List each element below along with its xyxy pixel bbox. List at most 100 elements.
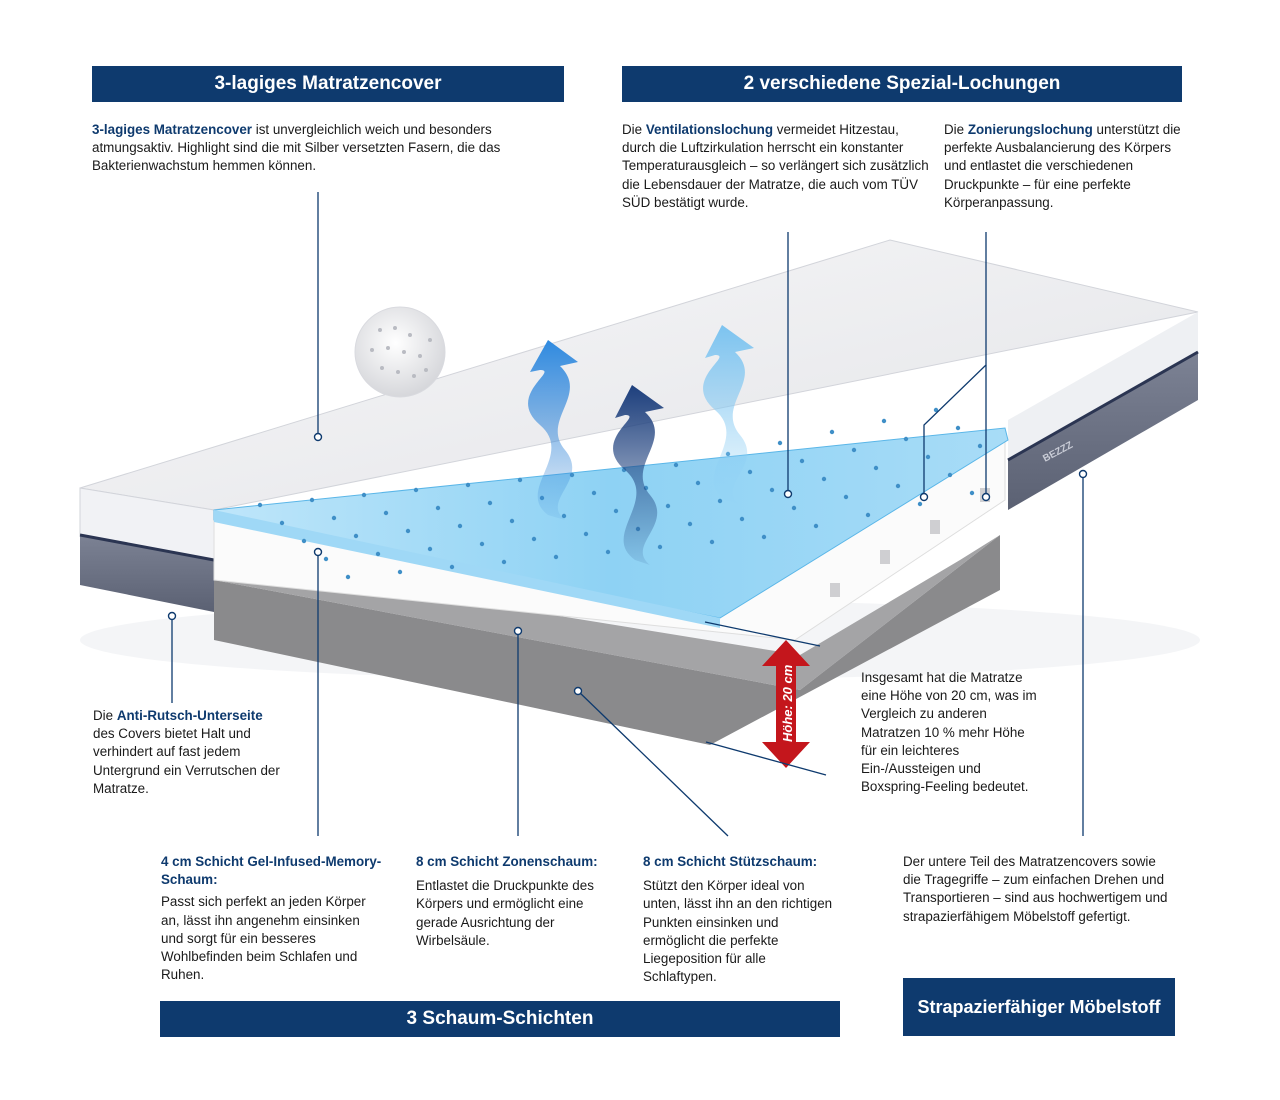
ventilation-hole: [777, 440, 783, 446]
cover-highlight: 3-lagiges Matratzencover: [92, 122, 253, 137]
gel-layer-title: 4 cm Schicht Gel-Infused-Memory-Schaum:: [161, 854, 382, 888]
ventilation-hole: [509, 518, 515, 524]
gel-layer-body: Passt sich perfekt an jeden Körper an, l…: [161, 894, 366, 983]
zone-layer-title: 8 cm Schicht Zonenschaum:: [416, 854, 598, 869]
ventilation-hole: [977, 443, 983, 449]
ventilation-hole: [531, 536, 537, 542]
ventilation-hole: [501, 559, 507, 565]
ventilation-hole: [955, 425, 961, 431]
height-label: Höhe: 20 cm: [780, 664, 795, 742]
support-foam: [214, 535, 1000, 745]
ventilation-hole: [873, 465, 879, 471]
ventilation-hole: [405, 528, 411, 534]
layers-banner: 3 Schaum-Schichten: [160, 1001, 840, 1037]
ventilation-hole: [881, 418, 887, 424]
ventilation-hole: [427, 546, 433, 552]
ventilation-hole: [345, 574, 351, 580]
ventilation-hole: [413, 487, 419, 493]
ventilation-hole: [353, 533, 359, 539]
ventilation-hole: [903, 436, 909, 442]
cover-banner: 3-lagiges Matratzencover: [92, 66, 564, 102]
ventilation-hole: [397, 569, 403, 575]
zone-layer-description: 8 cm Schicht Zonenschaum: Entlastet die …: [416, 853, 621, 950]
height-arrow: [762, 640, 810, 768]
ventilation-hole: [821, 476, 827, 482]
ventilation-hole: [383, 510, 389, 516]
fabric-swatch: [354, 306, 446, 398]
ventilation-hole: [917, 501, 923, 507]
ventilation-hole: [665, 503, 671, 509]
ventilation-body: vermeidet Hitzestau, durch die Luftzirku…: [622, 122, 929, 210]
airflow-arrow-right: [703, 325, 754, 505]
ventilation-hole: [799, 458, 805, 464]
holes-banner: 2 verschiedene Spezial-Lochungen: [622, 66, 1182, 102]
ventilation-hole: [657, 544, 663, 550]
ventilation-hole: [769, 487, 775, 493]
gel-layer-front: [214, 510, 720, 628]
ventilation-hole: [583, 531, 589, 537]
swatch-texture: [370, 326, 432, 378]
support-layer-title: 8 cm Schicht Stützschaum:: [643, 854, 818, 869]
airflow-arrow-left: [528, 340, 578, 520]
ventilation-hole: [435, 505, 441, 511]
ventilation-hole: [761, 534, 767, 540]
ventilation-hole: [851, 447, 857, 453]
ventilation-hole: [517, 477, 523, 483]
ventilation-hole: [591, 490, 597, 496]
fabric-side-right: [1008, 352, 1198, 510]
ventilation-hole: [561, 513, 567, 519]
zoning-body: unterstützt die perfekte Ausbalancierung…: [944, 122, 1181, 210]
ventilation-description: Die Ventilationslochung vermeidet Hitzes…: [622, 121, 932, 212]
support-layer-body: Stützt den Körper ideal von unten, lässt…: [643, 878, 833, 985]
ventilation-hole: [933, 407, 939, 413]
ventilation-hole: [843, 494, 849, 500]
ventilation-hole: [605, 549, 611, 555]
cover-side-right: [1008, 312, 1198, 460]
leader-lines: [171, 192, 1084, 837]
ventilation-hole: [279, 520, 285, 526]
ventilation-hole: [309, 497, 315, 503]
support-layer-description: 8 cm Schicht Stützschaum: Stützt den Kör…: [643, 853, 843, 986]
antislip-highlight: Anti-Rutsch-Unterseite: [116, 708, 263, 723]
antislip-body: des Covers bietet Halt und verhindert au…: [93, 726, 280, 796]
piping-left: [79, 533, 215, 562]
ventilation-hole: [449, 564, 455, 570]
cover-description: 3-lagiges Matratzencover ist unvergleich…: [92, 121, 552, 176]
ventilation-hole: [375, 551, 381, 557]
fabric-description: Der untere Teil des Matratzencovers sowi…: [903, 854, 1168, 924]
ventilation-hole: [829, 429, 835, 435]
antislip-description: Die Anti-Rutsch-Unterseite des Covers bi…: [93, 707, 285, 798]
ventilation-hole: [257, 502, 263, 508]
piping-right: [1007, 350, 1199, 462]
ventilation-hole: [895, 483, 901, 489]
gel-layer-description: 4 cm Schicht Gel-Infused-Memory-Schaum: …: [161, 853, 383, 984]
antislip-pre: Die: [93, 708, 117, 723]
ventilation-hole: [925, 454, 931, 460]
ventilation-hole: [813, 523, 819, 529]
ventilation-hole: [323, 556, 329, 562]
ventilation-hole: [613, 508, 619, 514]
ventilation-hole: [457, 523, 463, 529]
ventilation-holes: [257, 407, 983, 580]
ventilation-hole: [465, 482, 471, 488]
ventilation-hole: [301, 538, 307, 544]
ventilation-hole: [331, 515, 337, 521]
ventilation-hole: [947, 472, 953, 478]
ventilation-hole: [747, 469, 753, 475]
zoning-pre: Die: [944, 122, 968, 137]
airflow-arrow-center: [613, 385, 664, 565]
ventilation-hole: [709, 539, 715, 545]
ventilation-hole: [487, 500, 493, 506]
ventilation-highlight: Ventilationslochung: [645, 122, 774, 137]
zoning-description: Die Zonierungslochung unterstützt die pe…: [944, 121, 1182, 212]
ventilation-hole: [687, 521, 693, 527]
ventilation-hole: [695, 480, 701, 486]
fabric-banner: Strapazierfähiger Möbelstoff: [903, 978, 1175, 1036]
ventilation-hole: [865, 512, 871, 518]
ventilation-hole: [739, 516, 745, 522]
leader-dots: [167, 432, 1088, 696]
ventilation-pre: Die: [622, 122, 646, 137]
zoning-highlight: Zonierungslochung: [967, 122, 1093, 137]
ventilation-hole: [673, 462, 679, 468]
